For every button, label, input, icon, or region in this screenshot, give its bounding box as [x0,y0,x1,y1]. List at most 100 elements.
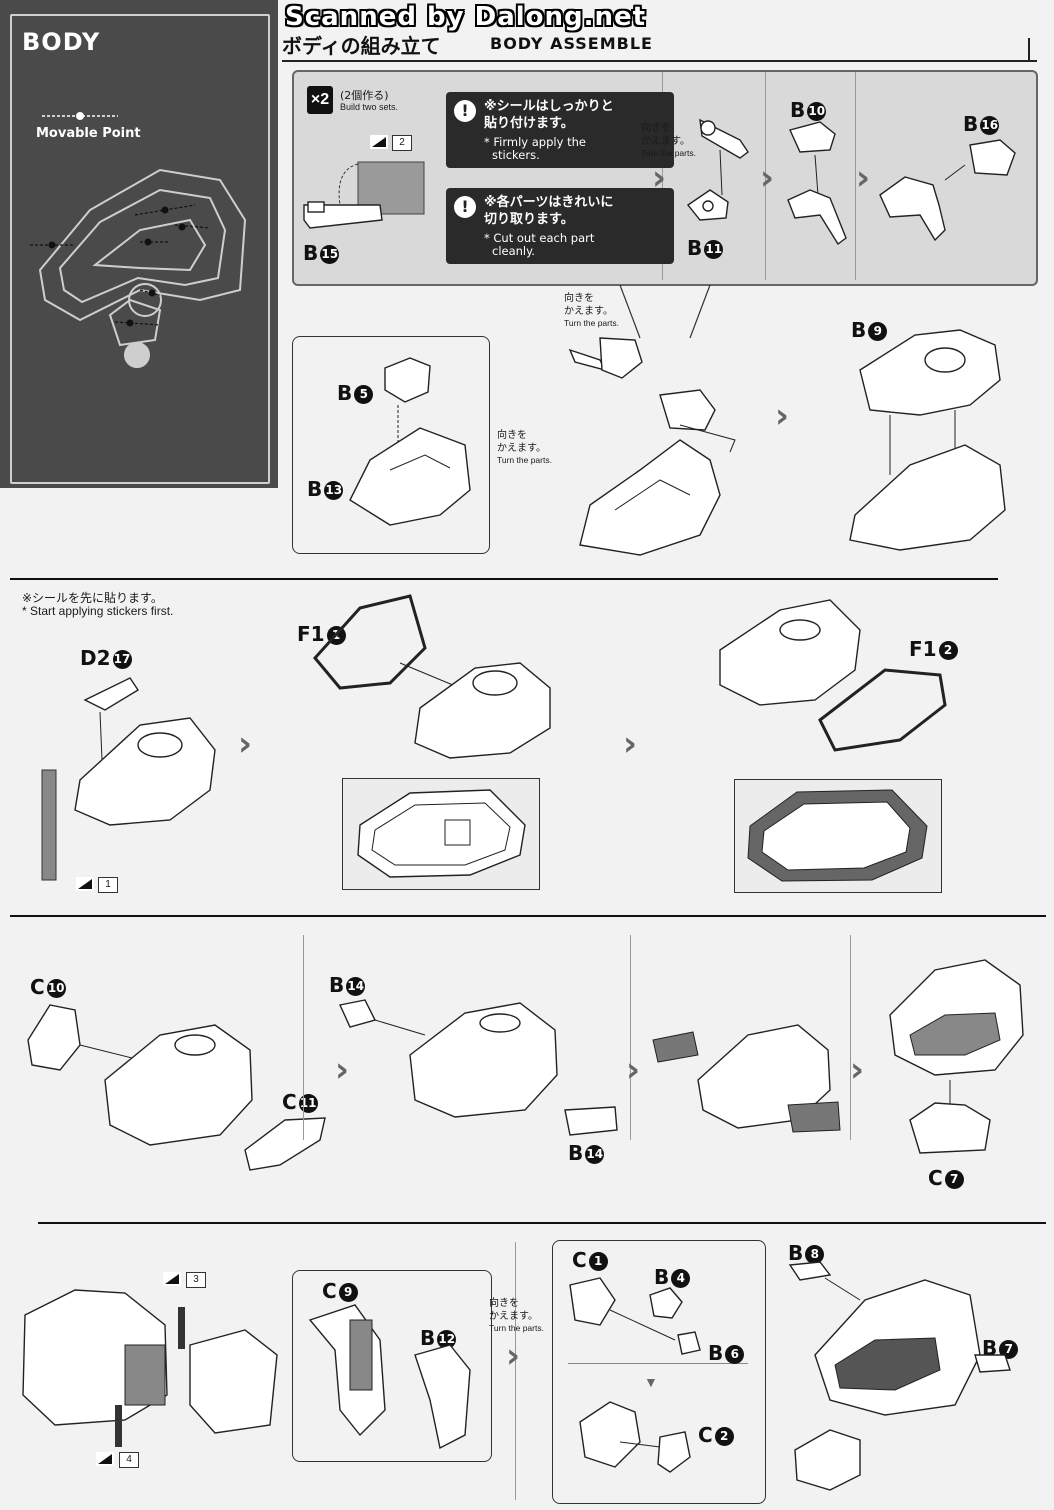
side-panel-sticker-illustration [22,1289,278,1447]
part-b10-illustration [787,121,847,246]
sticker-first-note-jp: ※シールを先に貼ります。 [22,591,163,605]
part-f1-2-illustration [719,599,947,752]
turn-parts-note-1: 向きを かえます。 Turn the parts. [641,123,696,158]
step-arrow: › [335,1050,350,1090]
callout-lines [619,284,711,339]
step-arrow: › [856,158,871,198]
section-divider-1 [10,578,998,580]
subassembly-box-b5-b13 [292,336,490,554]
header-tick [1028,38,1030,62]
step1-divider-1 [662,72,663,280]
subassembly-box-c1-c2 [552,1240,766,1504]
turn-parts-note-4: 向きを かえます。 Turn the parts. [489,1298,544,1333]
part-c1-b4-b6-illustration [569,1277,701,1355]
movable-point-label: Movable Point [36,126,141,141]
section-divider-3 [38,1222,1046,1224]
step-arrow: › [623,724,638,764]
section-title-jp: ボディの組み立て [282,34,441,58]
panel-title: BODY [22,28,101,56]
part-b14-illustration [338,999,618,1136]
build-count-en: Build two sets. [340,102,399,112]
part-c9-b12-illustration [308,1304,471,1450]
part-b16-illustration [879,139,1016,242]
sticker-number: 2 [392,135,412,151]
warning-icon: ! [454,196,476,218]
detail-view-f1-2-illustration [747,789,928,882]
step1-divider-3 [855,72,856,280]
turn-parts-note-2: 向きを かえます。 Turn the parts. [497,430,552,465]
panel-frame [10,14,270,484]
header-rule [282,60,1037,62]
warning-icon: ! [454,100,476,122]
part-b11-illustration [686,118,749,221]
sticker-number: 4 [119,1452,139,1468]
step-arrow: › [850,1050,865,1090]
sticker-icon [96,1452,114,1466]
step-arrow: › [238,724,253,764]
part-c7-illustration [889,959,1024,1154]
subassembly-split-line [568,1363,748,1364]
step-arrow: › [775,396,790,436]
step4-divider-1 [303,935,304,1140]
step4-divider-2 [630,935,631,1140]
subassembly-box-c9-b12 [292,1270,492,1462]
step4-divider-3 [850,935,851,1140]
movable-point-legend-icon [42,112,118,120]
scan-watermark: Scanned by Dalong.net [285,2,647,32]
sticker-number: 3 [186,1272,206,1288]
turn-parts-note-3: 向きを かえます。 Turn the parts. [564,293,619,328]
step-arrow: › [506,1336,521,1376]
chevron-down-icon: ▼ [644,1374,658,1390]
part-b5-b13-illustration [349,357,471,526]
note-cut-cleanly: ! ※各パーツはきれいに 切り取ります。 * Cut out each part… [446,188,674,264]
sticker-application-illustration [303,161,425,229]
section-divider-2 [10,915,1046,917]
final-body-illustration [788,1261,1011,1491]
part-f1-1-illustration [313,594,551,759]
step-arrow: › [626,1050,641,1090]
body-frame-join-illustration [568,337,736,556]
part-b9-illustration [849,329,1006,551]
part-c2-illustration [579,1401,691,1473]
section-title-en: BODY ASSEMBLE [490,34,653,53]
build-count-badge: ×2 [307,86,333,114]
sticker-icon [370,135,388,149]
step-arrow: › [760,158,775,198]
part-c10-c11-illustration [27,1004,326,1171]
step1-divider-2 [765,72,766,280]
sticker-icon [76,877,94,891]
body-info-panel [0,0,278,488]
build-count-jp: (2個作る) [340,89,389,102]
step-arrow: › [652,158,667,198]
rotate-parts-illustration [652,1024,841,1133]
sticker-first-note-en: * Start applying stickers first. [22,604,174,618]
sticker-icon [163,1272,181,1286]
detail-view-f1-1-illustration [357,789,526,878]
note-apply-stickers: ! ※シールはしっかりと 貼り付けます。 * Firmly apply the … [446,92,674,168]
body-hero-illustration [30,168,247,368]
part-d2-illustration [41,677,216,881]
step5-divider-1 [515,1242,516,1500]
sticker-number: 1 [98,877,118,893]
